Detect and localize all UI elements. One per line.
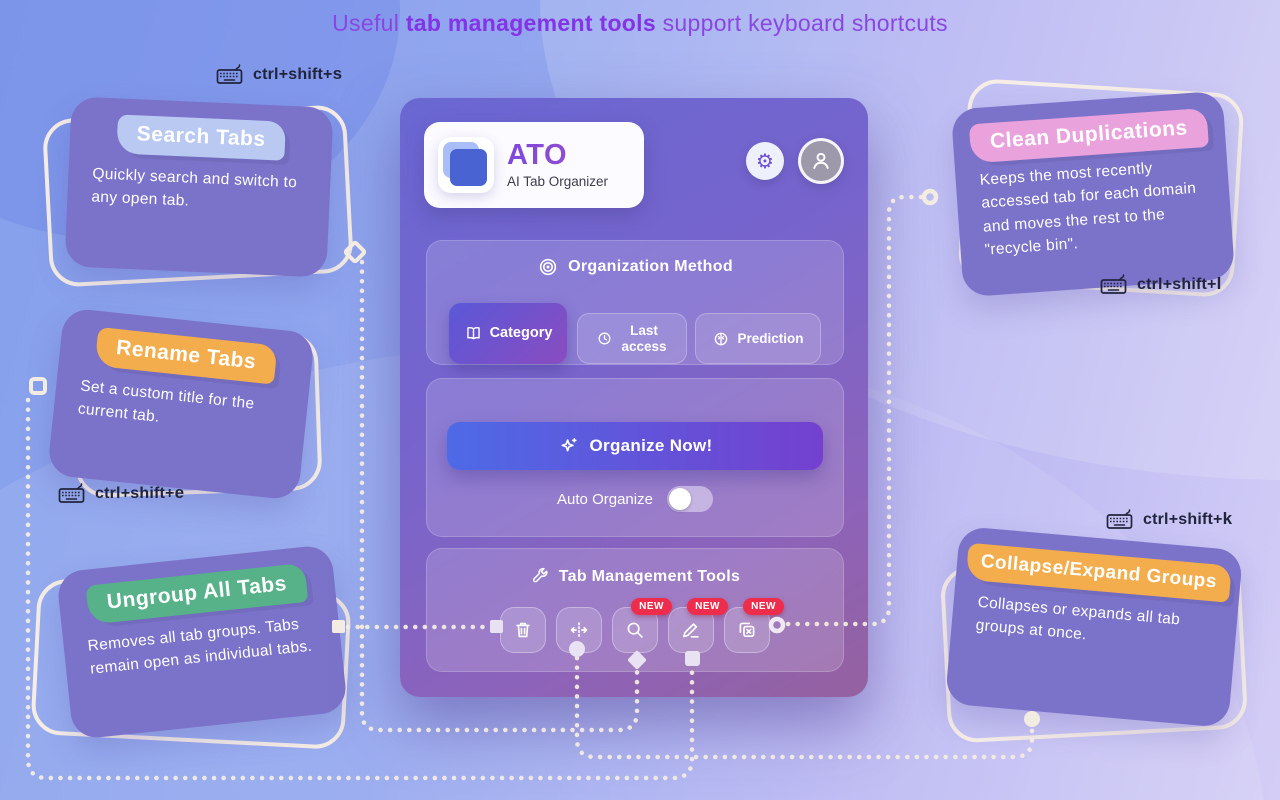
sparkle-icon — [561, 438, 577, 452]
keyboard-icon — [58, 483, 85, 503]
move-tabs-button[interactable] — [556, 607, 602, 653]
rename-tab-button[interactable]: NEW — [668, 598, 728, 653]
marker-square-outline — [29, 377, 47, 395]
feature-card-collapse-expand-groups: Collapse/Expand Groups Collapses or expa… — [944, 525, 1244, 729]
account-button[interactable] — [798, 138, 844, 184]
feature-card-ungroup-all-tabs: Ungroup All Tabs Removes all tab groups.… — [55, 544, 349, 740]
shortcut-rename-tabs: ctrl+shift+e — [58, 481, 184, 505]
new-badge: NEW — [631, 598, 672, 615]
organization-method-section: Organization Method Category Last access — [426, 240, 844, 365]
search-icon — [627, 622, 643, 638]
tab-last-access[interactable]: Last access — [577, 313, 687, 364]
gear-icon: ⚙ — [756, 149, 774, 173]
move-icon — [570, 622, 588, 638]
card-body: Keeps the most recently accessed tab for… — [979, 159, 1197, 259]
new-badge: NEW — [687, 598, 728, 615]
trash-icon — [516, 622, 530, 638]
app-header-card: ATO AI Tab Organizer — [424, 122, 644, 208]
settings-button[interactable]: ⚙ — [746, 142, 784, 180]
title-suffix: support keyboard shortcuts — [655, 10, 948, 36]
delete-tab-button[interactable] — [500, 607, 546, 653]
marker-circle-outline — [921, 188, 939, 206]
user-icon — [813, 152, 829, 170]
search-tabs-button[interactable]: NEW — [612, 598, 672, 653]
tab-management-tools-section: Tab Management Tools NEW — [426, 548, 844, 672]
wrench-icon — [532, 567, 548, 583]
app-name: ATO — [507, 141, 608, 170]
feature-card-search-tabs: Search Tabs Quickly search and switch to… — [64, 96, 334, 278]
shortcut-collapse-expand-groups: ctrl+shift+k — [1106, 507, 1232, 531]
organize-now-button[interactable]: Organize Now! — [447, 422, 823, 470]
close-duplicates-button[interactable]: NEW — [724, 598, 784, 653]
shortcut-clean-duplications: ctrl+shift+l — [1100, 272, 1222, 296]
shortcut-search-tabs: ctrl+shift+s — [216, 62, 342, 86]
target-icon — [539, 258, 557, 276]
keyboard-icon — [1106, 509, 1133, 529]
card-title: Search Tabs — [115, 114, 287, 161]
feature-card-clean-duplications: Clean Duplications Keeps the most recent… — [950, 90, 1236, 298]
feature-card-rename-tabs: Rename Tabs Set a custom title for the c… — [46, 307, 316, 501]
clock-icon — [598, 332, 611, 345]
toggle-knob — [668, 488, 691, 510]
title-prefix: Useful — [332, 10, 406, 36]
shortcut-text: ctrl+shift+s — [253, 64, 343, 83]
keyboard-icon — [1100, 274, 1127, 294]
auto-organize-toggle[interactable] — [666, 486, 713, 512]
auto-organize-label: Auto Organize — [557, 490, 653, 508]
book-icon — [466, 327, 480, 340]
tab-category[interactable]: Category — [449, 303, 567, 364]
app-logo — [438, 137, 494, 193]
pencil-icon — [683, 623, 699, 638]
auto-organize-row: Auto Organize — [427, 486, 843, 512]
organize-section: Organize Now! Auto Organize — [426, 378, 844, 537]
title-highlight: tab management tools — [405, 10, 656, 36]
logo-front-square — [450, 149, 487, 186]
tab-prediction[interactable]: Prediction — [695, 313, 821, 364]
new-badge: NEW — [743, 598, 784, 615]
keyboard-icon — [216, 64, 243, 84]
brain-icon — [715, 332, 728, 345]
tab-management-tools-heading: Tab Management Tools — [427, 567, 843, 587]
close-duplicates-icon — [739, 622, 755, 637]
organization-method-heading: Organization Method — [427, 256, 843, 278]
shortcut-text: ctrl+shift+e — [95, 483, 185, 502]
card-body: Quickly search and switch to any open ta… — [91, 165, 298, 210]
page-title: Useful tab management tools support keyb… — [0, 10, 1280, 37]
shortcut-text: ctrl+shift+k — [1143, 509, 1233, 528]
app-subtitle: AI Tab Organizer — [507, 174, 609, 189]
extension-popup-panel: ATO AI Tab Organizer ⚙ Organization Meth… — [400, 98, 868, 697]
shortcut-text: ctrl+shift+l — [1137, 274, 1222, 293]
